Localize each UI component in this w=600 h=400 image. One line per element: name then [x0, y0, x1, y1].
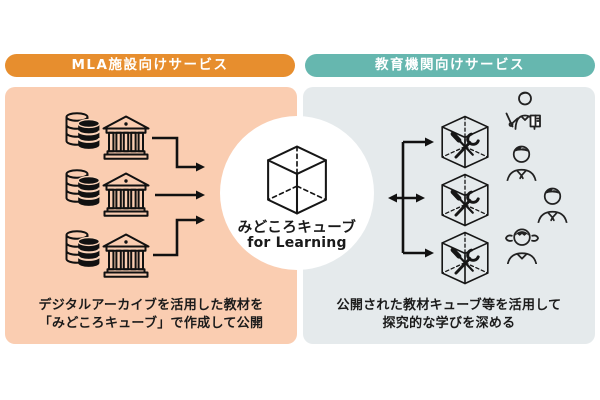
cube-tools-icon [435, 171, 495, 229]
mla-caption: デジタルアーカイブを活用した教材を 「みどころキューブ」で作成して公開 [5, 297, 297, 332]
teacher-icon [504, 90, 544, 130]
mla-caption-line1: デジタルアーカイブを活用した教材を [38, 298, 264, 313]
education-caption-line1: 公開された教材キューブ等を活用して [336, 298, 562, 313]
education-caption: 公開された教材キューブ等を活用して 探究的な学びを深める [303, 297, 595, 332]
cube-icon [259, 142, 335, 218]
mla-service-header: MLA施設向けサービス [5, 54, 295, 77]
flow-arrows-left [152, 136, 205, 257]
cube-tools-icon [435, 229, 495, 287]
museum-icon [101, 233, 151, 279]
student-boy-icon [536, 184, 569, 223]
database-icon [64, 168, 102, 208]
student-girl-icon [503, 225, 541, 264]
mla-source-row [64, 228, 156, 282]
education-caption-line2: 探究的な学びを深める [382, 315, 516, 331]
museum-icon [101, 172, 151, 218]
hub-title-jp: みどころキューブ [237, 220, 357, 236]
hub-title-en: for Learning [247, 235, 347, 251]
midokoro-cube-hub: みどころキューブ for Learning [220, 116, 374, 270]
mla-source-row [64, 167, 156, 221]
database-icon [64, 111, 102, 151]
museum-icon [101, 115, 151, 161]
flow-arrows-right [388, 137, 434, 258]
mla-caption-line2: 「みどころキューブ」で作成して公開 [38, 315, 264, 331]
education-service-header: 教育機関向けサービス [305, 54, 595, 77]
student-boy-icon [505, 142, 538, 181]
database-icon [64, 229, 102, 269]
cube-tools-icon [435, 113, 495, 171]
mla-source-row [64, 110, 156, 164]
